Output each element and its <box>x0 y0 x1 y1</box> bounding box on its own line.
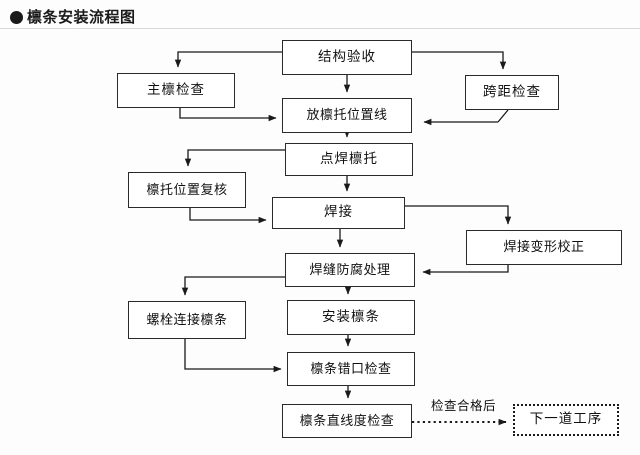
bullet-dot-icon <box>10 10 23 24</box>
title-label: 檩条安装流程图 <box>27 8 136 26</box>
edge-label-pass-inspection: 检查合格后 <box>431 395 496 414</box>
node-label: 结构验收 <box>318 48 376 65</box>
node-label: 跨距检查 <box>483 83 541 100</box>
node-label: 螺栓连接檩条 <box>146 312 228 328</box>
node-label: 檩托位置复核 <box>146 182 228 198</box>
node-label: 放檩托位置线 <box>306 108 388 123</box>
node-span-check[interactable]: 跨距检查 <box>465 75 559 110</box>
node-install-purlin[interactable]: 安装檩条 <box>287 300 415 335</box>
node-weld-anticorrosion[interactable]: 焊缝防腐处理 <box>285 253 415 287</box>
node-structure-acceptance[interactable]: 结构验收 <box>282 40 412 75</box>
node-purlin-straightness-check[interactable]: 檩条直线度检查 <box>282 404 412 438</box>
node-label: 主檩检查 <box>147 81 205 98</box>
edge-label-text: 检查合格后 <box>431 398 497 413</box>
node-label: 点焊檩托 <box>320 150 378 167</box>
node-weld-deformation-correction[interactable]: 焊接变形校正 <box>466 230 622 265</box>
node-label: 安装檩条 <box>322 308 380 325</box>
node-label: 下一道工序 <box>529 411 603 428</box>
node-tack-weld-support[interactable]: 点焊檩托 <box>285 143 413 176</box>
node-label: 焊接 <box>324 204 353 221</box>
node-welding[interactable]: 焊接 <box>272 197 405 229</box>
node-purlin-support-line[interactable]: 放檩托位置线 <box>282 98 412 133</box>
title-divider <box>0 28 640 29</box>
node-support-position-recheck[interactable]: 檩托位置复核 <box>128 172 246 208</box>
node-label: 焊缝防腐处理 <box>309 262 391 278</box>
node-label: 檩条直线度检查 <box>299 413 395 429</box>
node-label: 焊接变形校正 <box>503 240 585 255</box>
node-bolt-connect-purlin[interactable]: 螺栓连接檩条 <box>128 301 246 339</box>
node-next-process[interactable]: 下一道工序 <box>513 404 619 436</box>
node-purlin-offset-check[interactable]: 檩条错口检查 <box>287 352 415 386</box>
node-main-purlin-check[interactable]: 主檩检查 <box>117 73 235 108</box>
page-title: 檩条安装流程图 <box>10 6 136 28</box>
node-label: 檩条错口检查 <box>310 361 392 377</box>
